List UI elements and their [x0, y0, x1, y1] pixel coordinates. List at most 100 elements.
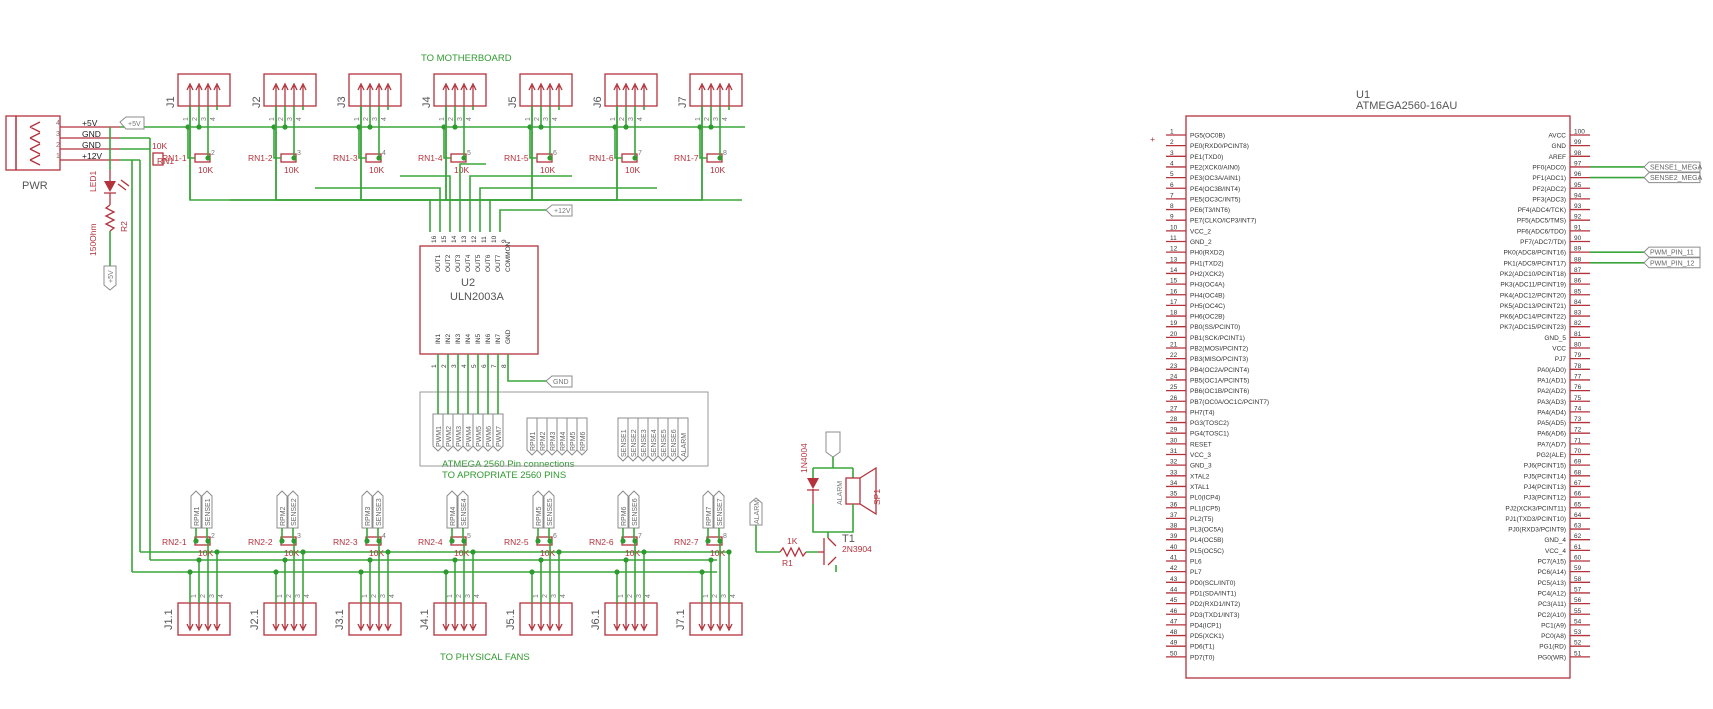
mcu-pin-name: PJ0(RXD3/PCINT9) [1508, 527, 1566, 534]
junction [279, 538, 285, 544]
mcu-pin-name: PA0(AD0) [1537, 367, 1566, 374]
uln-part: ULN2003A [450, 291, 504, 303]
connector-ref: J5.1 [505, 609, 517, 630]
mcu-pin-name: VCC_3 [1190, 452, 1211, 459]
rn1-ref: RN1-1 [162, 153, 187, 163]
uln-out-pin: 13 [461, 235, 468, 243]
mcu-pin-name: PK6(ADC14/PCINT22) [1500, 314, 1566, 321]
mcu-pin-name: PE5(OC3C/INT5) [1190, 196, 1241, 203]
mcu-net-label: SENSE1_MEGA [1643, 161, 1702, 173]
junction [452, 557, 458, 563]
mcu-pin-number: 56 [1574, 597, 1582, 604]
uln-out-pin: 9 [501, 239, 508, 243]
power-pin-number: 3 [56, 131, 60, 138]
junction [461, 155, 467, 161]
mcu-pin-number: 72 [1574, 427, 1582, 434]
junction [193, 538, 199, 544]
rn2-pin: 7 [638, 533, 642, 540]
note-to-motherboard: TO MOTHERBOARD [421, 53, 512, 64]
connector-ref: J2.1 [249, 609, 261, 630]
mcu-ref: U1 [1356, 89, 1370, 101]
connector-ref: J1.1 [163, 609, 175, 630]
mcu-pin-name: PF1(ADC1) [1532, 175, 1566, 182]
uln-in-pin: 2 [441, 364, 448, 368]
pin-number: 3 [636, 594, 643, 598]
mcu-pin-number: 66 [1574, 491, 1582, 498]
mcu-pin-number: 84 [1574, 299, 1582, 306]
pin-net-flag: SENSE2 [627, 417, 639, 462]
svg-text:SENSE6: SENSE6 [671, 429, 678, 457]
mcu-pin-number: 47 [1170, 618, 1178, 625]
supply-flag-5v-top: +5V [119, 116, 145, 130]
mcu-pin-number: 3 [1170, 150, 1174, 157]
mcu-pin-name: PJ1(TXD3/PCINT10) [1505, 516, 1566, 523]
mcu-pin-number: 52 [1574, 640, 1582, 647]
svg-text:PWM_PIN_11: PWM_PIN_11 [1650, 250, 1694, 257]
mcu-pin-number: 55 [1574, 608, 1582, 615]
junction [547, 538, 553, 544]
svg-text:PWM7: PWM7 [496, 426, 503, 447]
mcu-pin-name: PH0(RXD2) [1190, 250, 1224, 257]
mcu-pin-number: 24 [1170, 373, 1178, 380]
mcu-pin-number: 97 [1574, 160, 1582, 167]
svg-text:PWM1: PWM1 [436, 426, 443, 447]
mcu-pin-number: 67 [1574, 480, 1582, 487]
mcu-pin-number: 59 [1574, 565, 1582, 572]
mcu-pin-name: PF5(ADC5/TMS) [1517, 218, 1566, 225]
rn1-ref: RN1-2 [248, 153, 273, 163]
mcu-pin-name: PL5(OC5C) [1190, 548, 1224, 555]
mcu-pin-number: 64 [1574, 512, 1582, 519]
uln-in-pin: 1 [431, 364, 438, 368]
rn1-ref: RN1-4 [418, 153, 443, 163]
mcu-pin-name: PB6(OC1B/PCINT6) [1190, 388, 1249, 395]
mcu-pin-name: PC4(A12) [1537, 590, 1566, 597]
mcu-pin-name: VCC_4 [1545, 548, 1566, 555]
diode-ref: 1N4004 [799, 443, 809, 473]
junction [470, 549, 476, 555]
mcu-net-label: PWM_PIN_11 [1643, 246, 1701, 258]
uln-out-name: OUT3 [455, 254, 462, 272]
mcu-pin-number: 27 [1170, 405, 1178, 412]
mcu-pin-number: 83 [1574, 310, 1582, 317]
svg-text:SENSE2_MEGA: SENSE2_MEGA [1650, 175, 1702, 182]
mcu-pin-name: PK7(ADC15/PCINT23) [1500, 324, 1566, 331]
mcu-pin-number: 5 [1170, 171, 1174, 178]
pin-number: 1 [695, 117, 702, 121]
pin-number: 3 [628, 117, 635, 121]
rn1-ref: RN1-6 [589, 153, 614, 163]
mcu-pin-name: PC5(A13) [1537, 580, 1566, 587]
junction [717, 155, 723, 161]
mcu-pin-name: PJ7 [1555, 356, 1567, 363]
mcu-pin-number: 7 [1170, 192, 1174, 199]
mcu-pin-number: 98 [1574, 150, 1582, 157]
mcu-pin-name: PB5(OC1A/PCINT5) [1190, 377, 1249, 384]
pin-net-flag: SENSE4 [647, 417, 659, 462]
junction [205, 538, 211, 544]
mcu-pin-number: 71 [1574, 437, 1582, 444]
led-ref: LED1 [88, 170, 98, 192]
pin-number: 4 [552, 117, 559, 121]
pin-net-flag: PWM6 [482, 413, 494, 452]
uln-in-name: IN2 [445, 334, 452, 345]
mcu-pin-name: PA6(AD6) [1537, 431, 1566, 438]
svg-text:RPM6: RPM6 [580, 431, 587, 451]
mcu-pin-number: 89 [1574, 246, 1582, 253]
uln-out-name: OUT5 [475, 254, 482, 272]
pin-number: 2 [371, 594, 378, 598]
pin-number: 2 [619, 117, 626, 121]
mcu-pin-name: PB7(OC0A/OC1C/PCINT7) [1190, 399, 1269, 406]
rn1-ref: RN1-5 [504, 153, 529, 163]
pin-net-flag: PWM5 [472, 413, 484, 452]
pin-number: 3 [380, 594, 387, 598]
svg-text:SENSE4: SENSE4 [461, 498, 468, 526]
rn1-ref: RN1-7 [674, 153, 699, 163]
beeper-resistor-value: 1K [787, 536, 798, 546]
mcu-pin-name: PG4(TOSC1) [1190, 431, 1229, 438]
note-appropriate-pins: TO APROPRIATE 2560 PINS [442, 470, 566, 481]
mcu-pin-number: 63 [1574, 523, 1582, 530]
connector-ref: J3 [336, 96, 348, 108]
